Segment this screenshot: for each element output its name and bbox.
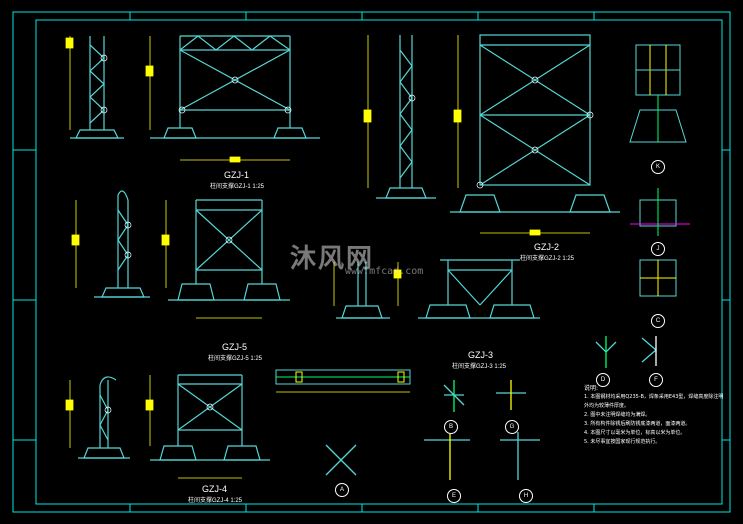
- detail-marker-e: E: [447, 489, 461, 503]
- note-item: 5. 未尽事宜按国家现行规范执行。: [584, 439, 661, 445]
- subtitle-gzj5: 柱间支撑GZJ-5 1:25: [208, 356, 263, 362]
- detail-marker-d: D: [596, 373, 610, 387]
- note-item: 2. 图中未注明焊缝均为满焊。: [584, 412, 651, 418]
- detail-marker-g: G: [505, 420, 519, 434]
- note-item: 1. 本图钢材均采用Q235-B，焊条采用E43型，焊缝高度除注明外均为较薄件厚…: [584, 394, 724, 409]
- drawing-border: [12, 11, 731, 513]
- subtitle-gzj1: 柱间支撑GZJ-1 1:25: [210, 184, 265, 190]
- detail-base-plate: [630, 188, 690, 297]
- gzj2-nodes: [408, 76, 594, 189]
- frame-gzj1: [70, 35, 320, 139]
- gzj5-nodes: [124, 221, 233, 259]
- gzj1-nodes: [100, 54, 292, 114]
- detail-marker-c: C: [651, 314, 665, 328]
- detail-marker-a: A: [335, 483, 349, 497]
- subtitle-gzj3: 柱间支撑GZJ-3 1:25: [452, 364, 507, 370]
- general-notes: 说明: 1. 本图钢材均采用Q235-B，焊条采用E43型，焊缝高度除注明外均为…: [584, 384, 724, 447]
- title-gzj4: GZJ-4: [202, 484, 228, 494]
- title-gzj5: GZJ-5: [222, 342, 248, 352]
- gzj1-dimensions: [65, 36, 290, 163]
- title-gzj2: GZJ-2: [534, 242, 560, 252]
- detail-marker-k: K: [651, 160, 665, 174]
- detail-marker-h: H: [519, 489, 533, 503]
- gzj2-dimensions: [363, 35, 590, 236]
- subtitle-gzj4: 柱间支撑GZJ-4 1:25: [188, 498, 243, 504]
- frame-gzj5: [94, 190, 290, 301]
- frame-gzj3: [336, 259, 540, 319]
- detail-brace-joints: [325, 336, 657, 480]
- frame-gzj2: [376, 34, 620, 213]
- detail-column-section: [629, 44, 687, 143]
- watermark-brand: 沐风网: [290, 244, 375, 274]
- title-gzj3: GZJ-3: [468, 350, 494, 360]
- detail-marker-b: B: [444, 420, 458, 434]
- detail-marker-f: F: [649, 373, 663, 387]
- gzj4-dimensions: [65, 375, 242, 479]
- gzj4-nodes: [104, 403, 214, 414]
- detail-marker-j: J: [651, 242, 665, 256]
- watermark-url: www.mfcad.com: [345, 266, 424, 277]
- frame-gzj4: [78, 374, 270, 461]
- note-item: 4. 本图尺寸以毫米为单位，标高以米为单位。: [584, 430, 686, 436]
- gzj3-dimensions: [333, 262, 402, 306]
- subtitle-gzj2: 柱间支撑GZJ-2 1:25: [520, 256, 575, 262]
- gzj5-dimensions: [71, 200, 262, 319]
- notes-heading: 说明:: [584, 385, 599, 392]
- title-gzj1: GZJ-1: [224, 170, 250, 180]
- gzj3-member-detail: [275, 369, 411, 393]
- note-item: 3. 所有构件除锈后刷防锈底漆两道，面漆两道。: [584, 421, 691, 427]
